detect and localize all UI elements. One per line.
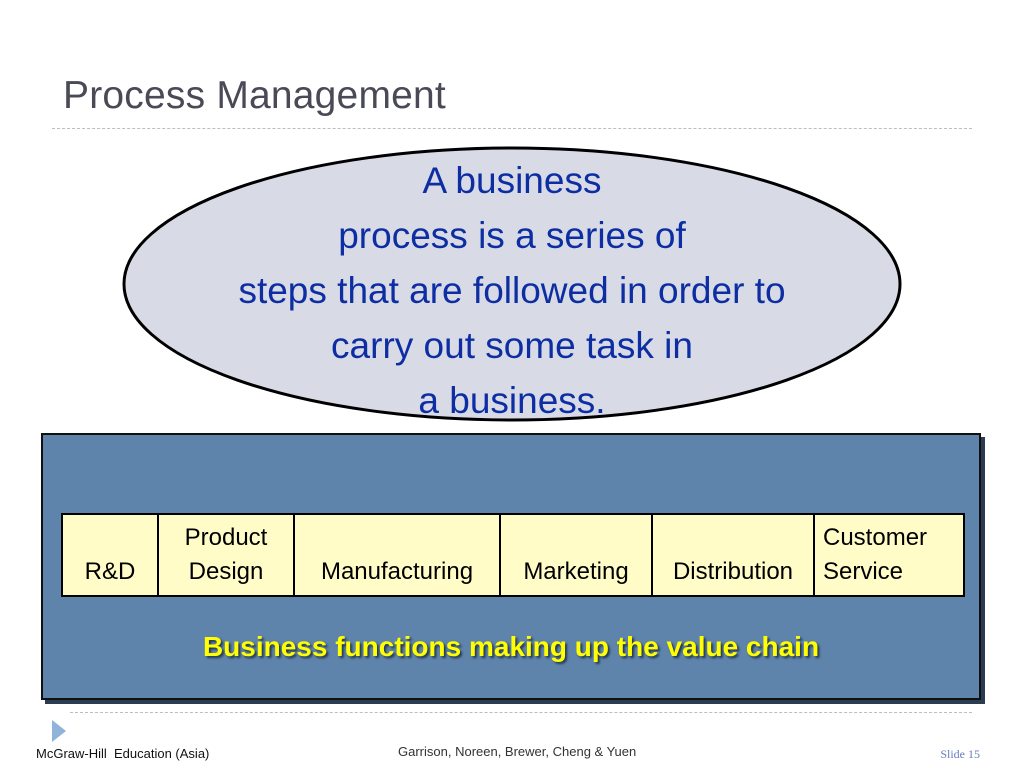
footer-publisher: McGraw-Hill Education (Asia) [36,746,210,761]
function-label-line2: Marketing [523,558,629,585]
slide-number: Slide 15 [940,747,980,761]
footer-divider [70,712,972,713]
definition-line: carry out some task in [331,325,693,366]
function-label-line2: Design [188,558,264,585]
definition-line: A business [422,160,602,201]
function-marketing: Marketing [501,515,653,595]
function-manufacturing: Manufacturing [295,515,501,595]
function-distribution: Distribution [653,515,815,595]
function-label-line2: R&D [84,558,136,585]
definition-ellipse: A business process is a series of steps … [120,143,904,429]
function-product-design: Product Design [159,515,295,595]
definition-line: process is a series of [338,215,686,256]
function-label-line2: Distribution [672,558,794,585]
value-chain-panel: R&D Product Design Manufacturing Marketi… [41,433,981,700]
function-label-line1: Customer [823,524,928,551]
title-divider [52,128,972,129]
function-rnd: R&D [63,515,159,595]
definition-line: steps that are followed in order to [238,270,786,311]
function-label-line1: Product [184,524,268,551]
slide-title: Process Management [63,74,446,117]
definition-line: a business. [418,380,606,421]
function-label-line2: Service [823,558,904,585]
footer-authors: Garrison, Noreen, Brewer, Cheng & Yuen [398,744,637,759]
ellipse-shape [122,146,902,422]
value-chain-caption: Business functions making up the value c… [202,631,820,662]
function-label-line2: Manufacturing [320,558,474,585]
value-chain-table: R&D Product Design Manufacturing Marketi… [61,513,965,597]
function-customer-service: Customer Service [815,515,963,595]
triangle-arrow-icon [52,720,66,742]
definition-text: A business process is a series of steps … [120,153,904,428]
